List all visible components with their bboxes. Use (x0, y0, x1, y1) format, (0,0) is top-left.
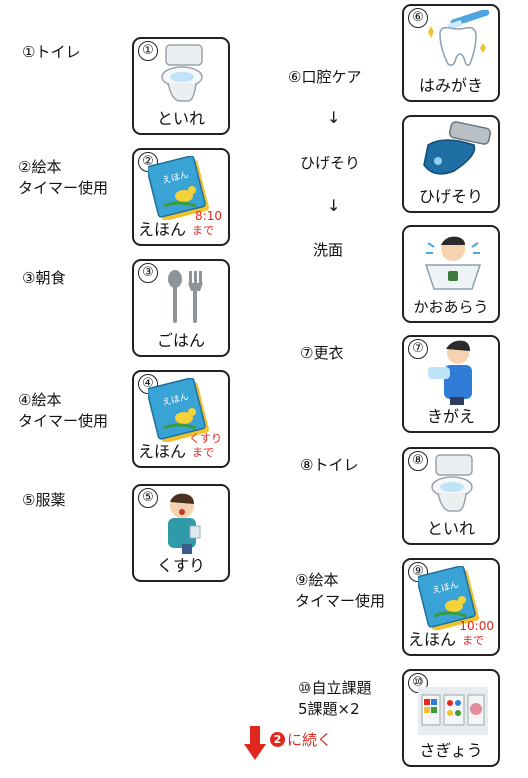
shaver-icon (423, 121, 492, 175)
until-label: まで (462, 634, 484, 647)
continue-text: に続く (287, 731, 333, 749)
step-label-change-clothes: ⑦更衣 (300, 344, 344, 362)
step-label-medicine: ⑤服薬 (22, 491, 66, 509)
card-caption: といれ (156, 109, 205, 128)
card-brushing: ⑥ はみがき (402, 4, 500, 102)
down-arrow-icon: ↓ (327, 108, 341, 127)
card-toilet-2: ⑧ といれ (402, 447, 500, 545)
taking-medicine-icon (168, 493, 201, 554)
continue-badge: 2 (270, 732, 285, 747)
face-washing-icon (424, 236, 482, 290)
toothbrush-icon (428, 10, 490, 66)
card-picture-book: ② えほん えほん 8:10 まで (132, 148, 230, 246)
card-caption: かおあらう (413, 298, 489, 316)
step-label-oral-care: ⑥口腔ケア (288, 68, 362, 86)
card-caption: ひげそり (418, 187, 483, 206)
changing-clothes-icon (428, 340, 472, 405)
card-task: ⑩ さぎょう (402, 669, 500, 767)
step-number: ① (138, 41, 158, 61)
step-label-shaving: ひげそり (300, 154, 361, 172)
toilet-icon (431, 454, 473, 512)
card-shaving: ひげそり (402, 115, 500, 213)
big-down-arrow-icon (244, 726, 266, 760)
card-caption: えほん (408, 630, 457, 649)
card-meal: ③ ごはん (132, 259, 230, 357)
step-label-toilet: ①トイレ (22, 43, 81, 61)
until-label: まで (192, 446, 214, 459)
card-caption: ごはん (156, 331, 205, 350)
card-caption: えほん (138, 220, 187, 239)
card-caption: くすり (156, 556, 205, 575)
picture-book-icon: えほん (418, 566, 479, 630)
step-label-face-wash: 洗面 (313, 241, 344, 259)
card-caption: さぎょう (419, 741, 483, 760)
spoon-fork-icon (168, 270, 203, 323)
card-changing-clothes: ⑦ きがえ (402, 335, 500, 433)
card-face-washing: かおあらう (402, 225, 500, 323)
toilet-icon (161, 44, 203, 102)
step-number: ⑧ (408, 451, 428, 471)
step-label-picture-book: ②絵本 タイマー使用 (18, 158, 109, 197)
step-label-picture-book-2: ④絵本 タイマー使用 (18, 391, 109, 430)
card-caption: はみがき (418, 76, 483, 95)
card-picture-book-2: ④ えほん えほん くすり まで (132, 370, 230, 468)
task-tray-icon (418, 687, 488, 735)
step-label-independent-task: ⑩自立課題 5課題×2 (298, 679, 372, 718)
card-medicine: ⑤ くすり (132, 484, 230, 582)
down-arrow-icon: ↓ (327, 196, 341, 215)
time-limit: くすり (189, 432, 222, 445)
until-label: まで (192, 224, 214, 237)
step-label-toilet-2: ⑧トイレ (300, 456, 359, 474)
step-number: ⑥ (408, 8, 428, 28)
step-number: ③ (138, 263, 158, 283)
time-limit: 10:00 (459, 619, 494, 633)
step-number: ⑦ (408, 339, 428, 359)
step-number: ⑤ (138, 488, 158, 508)
card-toilet: ① といれ (132, 37, 230, 135)
card-picture-book-3: ⑨ えほん えほん 10:00 まで (402, 558, 500, 656)
card-caption: きがえ (426, 407, 475, 426)
picture-book-icon: えほん (148, 378, 209, 442)
time-limit: 8:10 (195, 209, 222, 223)
card-caption: えほん (138, 442, 187, 461)
step-label-picture-book-3: ⑨絵本 タイマー使用 (295, 571, 386, 610)
step-label-breakfast: ③朝食 (22, 269, 66, 287)
picture-book-icon: えほん (148, 156, 209, 220)
card-caption: といれ (426, 519, 475, 538)
